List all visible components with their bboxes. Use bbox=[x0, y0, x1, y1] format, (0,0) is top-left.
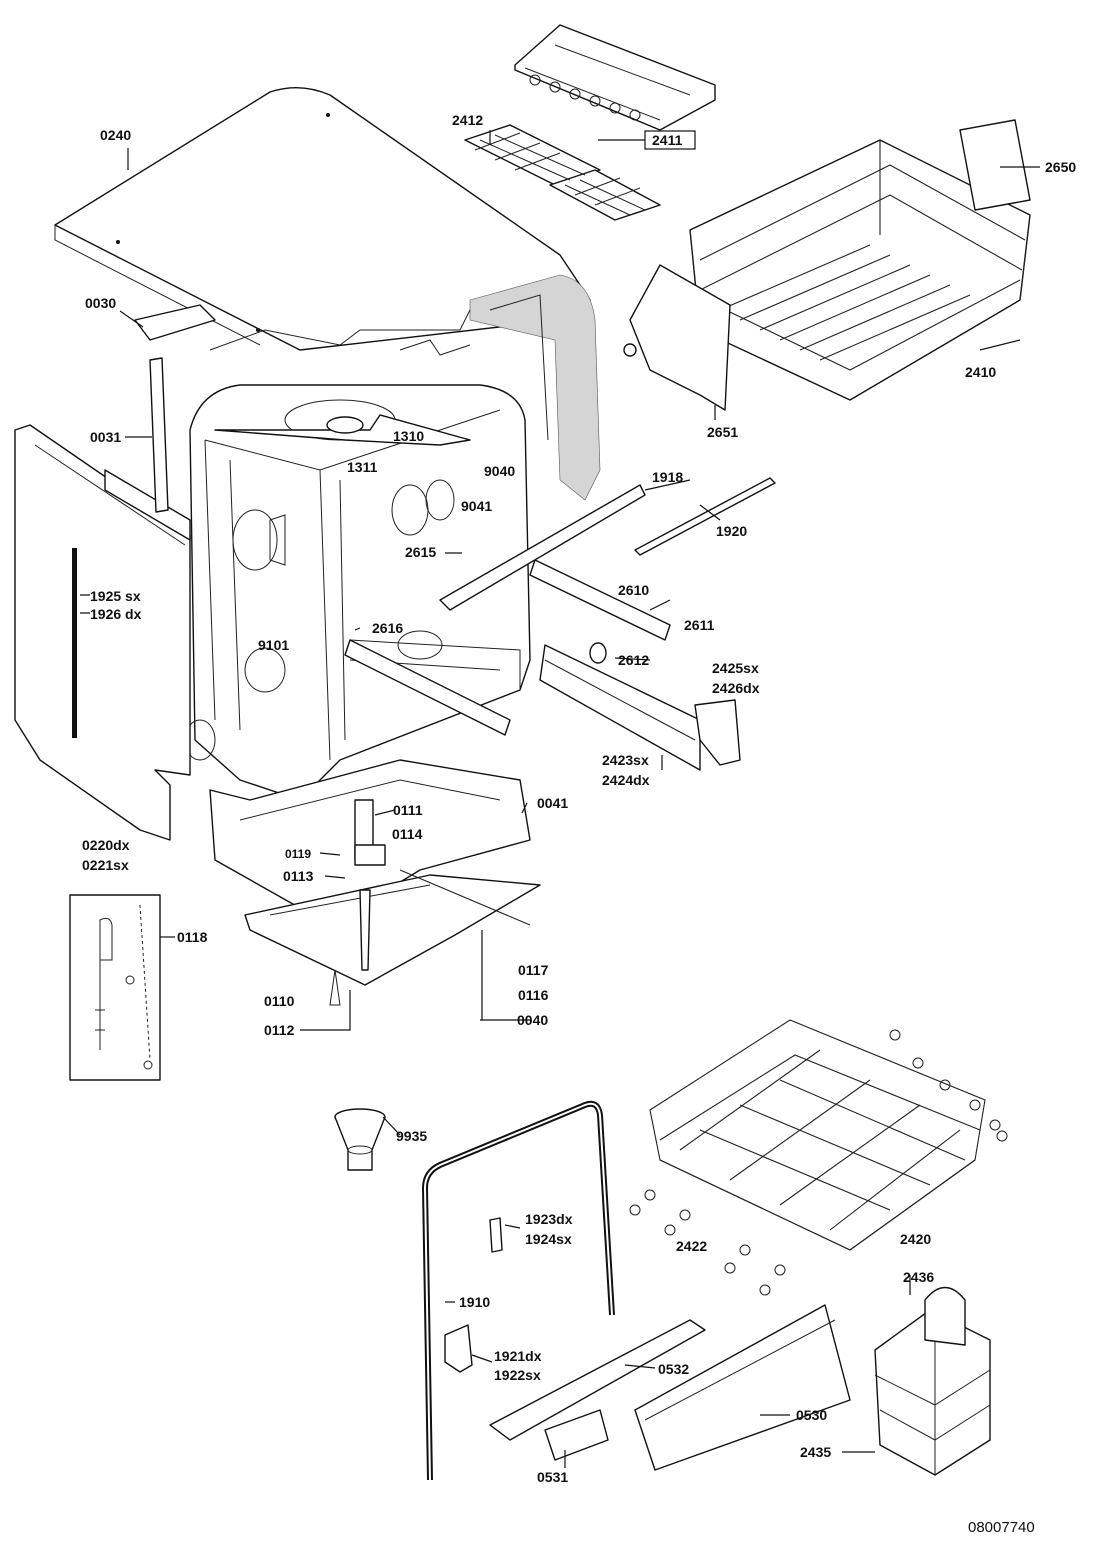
label-0111: 0111 bbox=[393, 802, 423, 818]
side-panel bbox=[14, 424, 191, 841]
label-2610: 2610 bbox=[618, 582, 649, 598]
label-2412: 2412 bbox=[452, 112, 483, 128]
label-2612: 2612 bbox=[618, 652, 649, 668]
label-2410: 2410 bbox=[965, 364, 996, 380]
label-2425: 2425sx bbox=[712, 660, 759, 676]
label-1311: 1311 bbox=[347, 459, 378, 475]
leader-lines bbox=[80, 130, 1040, 1468]
label-2650: 2650 bbox=[1045, 159, 1076, 175]
upper-basket bbox=[623, 119, 1031, 411]
label-0031: 0031 bbox=[90, 429, 121, 445]
cutlery-tray bbox=[514, 24, 716, 131]
small-brackets bbox=[444, 1217, 503, 1373]
label-1923: 1923dx bbox=[525, 1211, 573, 1227]
label-2616: 2616 bbox=[372, 620, 403, 636]
label-2422: 2422 bbox=[676, 1238, 707, 1254]
label-1921: 1921dx bbox=[494, 1348, 542, 1364]
label-0118: 0118 bbox=[177, 929, 208, 945]
insulation-panel bbox=[469, 274, 601, 501]
label-2423: 2423sx bbox=[602, 752, 649, 768]
label-2436: 2436 bbox=[903, 1269, 934, 1285]
label-0041: 0041 bbox=[537, 795, 568, 811]
door-gasket bbox=[421, 1100, 615, 1481]
label-0532: 0532 bbox=[658, 1361, 689, 1377]
label-0110: 0110 bbox=[264, 993, 295, 1009]
label-2420: 2420 bbox=[900, 1231, 931, 1247]
label-2651: 2651 bbox=[707, 424, 738, 440]
part-labels: 0240 2412 2411 2650 0030 0031 1310 1311 … bbox=[82, 112, 1076, 1536]
label-0531: 0531 bbox=[537, 1469, 568, 1485]
cutlery-basket bbox=[874, 1286, 991, 1476]
label-0220: 0220dx bbox=[82, 837, 130, 853]
rails bbox=[344, 477, 776, 736]
label-9041: 9041 bbox=[461, 498, 492, 514]
label-0119: 0119 bbox=[285, 847, 311, 861]
label-0240: 0240 bbox=[100, 127, 131, 143]
label-0530: 0530 bbox=[796, 1407, 827, 1423]
label-1925: 1925 sx bbox=[90, 588, 141, 604]
rear-wall bbox=[209, 309, 471, 356]
label-1922: 1922sx bbox=[494, 1367, 541, 1383]
label-0116: 0116 bbox=[518, 987, 549, 1003]
label-2411: 2411 bbox=[652, 132, 683, 148]
label-9935: 9935 bbox=[396, 1128, 427, 1144]
label-0113: 0113 bbox=[283, 868, 314, 884]
label-1918: 1918 bbox=[652, 469, 683, 485]
label-9101: 9101 bbox=[258, 637, 289, 653]
label-0030: 0030 bbox=[85, 295, 116, 311]
label-0221: 0221sx bbox=[82, 857, 129, 873]
label-1926: 1926 dx bbox=[90, 606, 142, 622]
label-2424: 2424dx bbox=[602, 772, 650, 788]
trim-strips bbox=[489, 1304, 851, 1471]
label-2611: 2611 bbox=[684, 617, 715, 633]
detail-box bbox=[69, 894, 161, 1081]
label-0112: 0112 bbox=[264, 1022, 295, 1038]
document-number: 08007740 bbox=[968, 1519, 1035, 1536]
label-0114: 0114 bbox=[392, 826, 423, 842]
label-1920: 1920 bbox=[716, 523, 747, 539]
lower-basket bbox=[629, 1019, 1008, 1296]
label-2615: 2615 bbox=[405, 544, 436, 560]
label-2435: 2435 bbox=[800, 1444, 831, 1460]
left-rail bbox=[134, 304, 216, 513]
grid-inserts bbox=[464, 124, 661, 221]
label-2426: 2426dx bbox=[712, 680, 760, 696]
kick-plate bbox=[539, 642, 741, 771]
label-0117: 0117 bbox=[518, 962, 549, 978]
base-frame bbox=[209, 759, 541, 1006]
label-1924: 1924sx bbox=[525, 1231, 572, 1247]
label-1910: 1910 bbox=[459, 1294, 490, 1310]
label-1310: 1310 bbox=[393, 428, 424, 444]
salt-funnel bbox=[334, 1108, 386, 1171]
label-9040: 9040 bbox=[484, 463, 515, 479]
label-0040: 0040 bbox=[517, 1012, 548, 1028]
